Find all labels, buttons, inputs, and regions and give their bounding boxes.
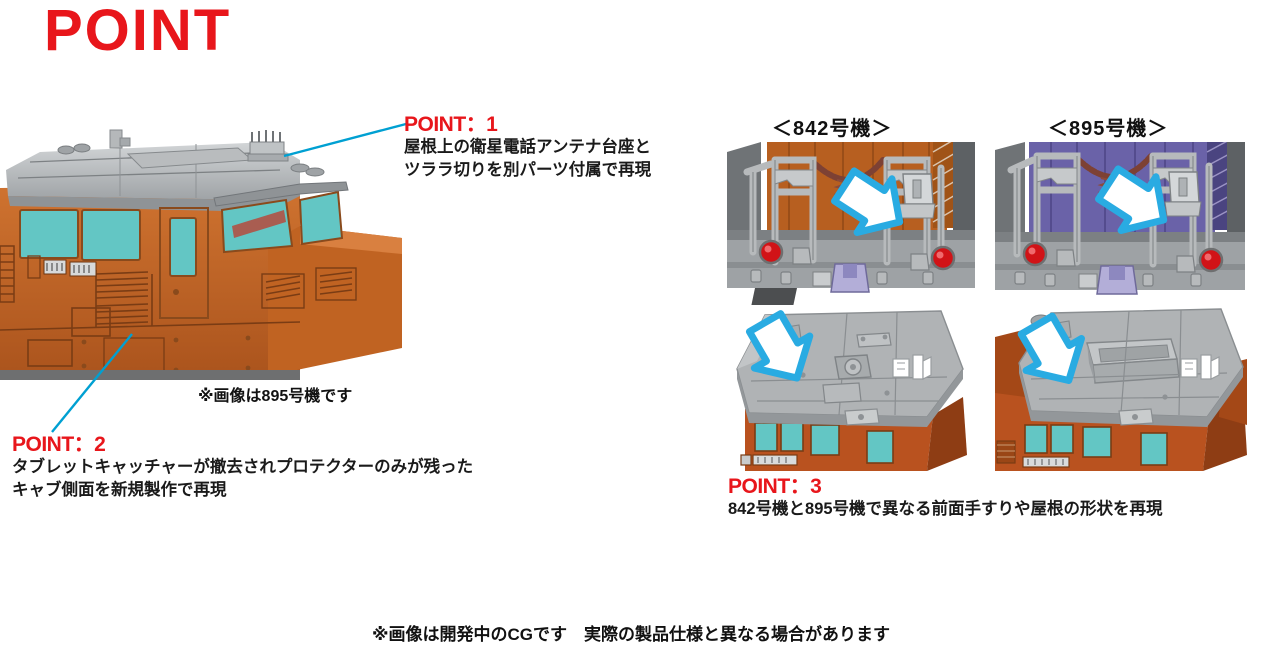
roof-shape-842-image xyxy=(727,305,977,477)
cyan-arrow xyxy=(831,167,904,236)
point-3-label: POINT：3 xyxy=(728,475,822,498)
point-1-block: POINT：1 屋根上の衛星電話アンテナ台座と ツララ切りを別パーツ付属で再現 xyxy=(404,113,652,182)
point-1-text-line2: ツララ切りを別パーツ付属で再現 xyxy=(404,160,652,179)
roof-shape-895-image xyxy=(995,305,1247,477)
front-handrail-895-image xyxy=(995,142,1245,307)
point-1-label: POINT：1 xyxy=(404,113,498,136)
cyan-arrow xyxy=(1017,312,1085,384)
locomotive-cab-side-image xyxy=(0,126,402,388)
point-2-label: POINT：2 xyxy=(12,433,106,456)
variant-header-842: ＜842号機＞ xyxy=(772,118,893,140)
point-3-text-line1: 842号機と895号機で異なる前面手すりや屋根の形状を再現 xyxy=(728,500,1163,519)
variant-header-895: ＜895号機＞ xyxy=(1048,118,1169,140)
point-2-text-line2: キャブ側面を新規製作で再現 xyxy=(12,480,227,499)
main-image-caption: ※画像は895号機です xyxy=(198,388,353,405)
cyan-arrow xyxy=(1095,165,1168,234)
point-2-block: POINT：2 タブレットキャッチャーが撤去されプロテクターのみが残った キャブ… xyxy=(12,433,474,502)
front-handrail-842-image xyxy=(727,142,975,307)
point-1-text-line1: 屋根上の衛星電話アンテナ台座と xyxy=(404,138,651,157)
leader-line-point1 xyxy=(283,122,407,158)
point-2-text-line1: タブレットキャッチャーが撤去されプロテクターのみが残った xyxy=(12,458,474,477)
leader-line-point2 xyxy=(51,333,133,433)
cyan-arrow xyxy=(745,310,814,382)
point-3-block: POINT：3 842号機と895号機で異なる前面手すりや屋根の形状を再現 xyxy=(728,475,1163,521)
cg-disclaimer: ※画像は開発中のCGです 実際の製品仕様と異なる場合があります xyxy=(371,625,891,644)
page-title: POINT xyxy=(44,0,232,63)
